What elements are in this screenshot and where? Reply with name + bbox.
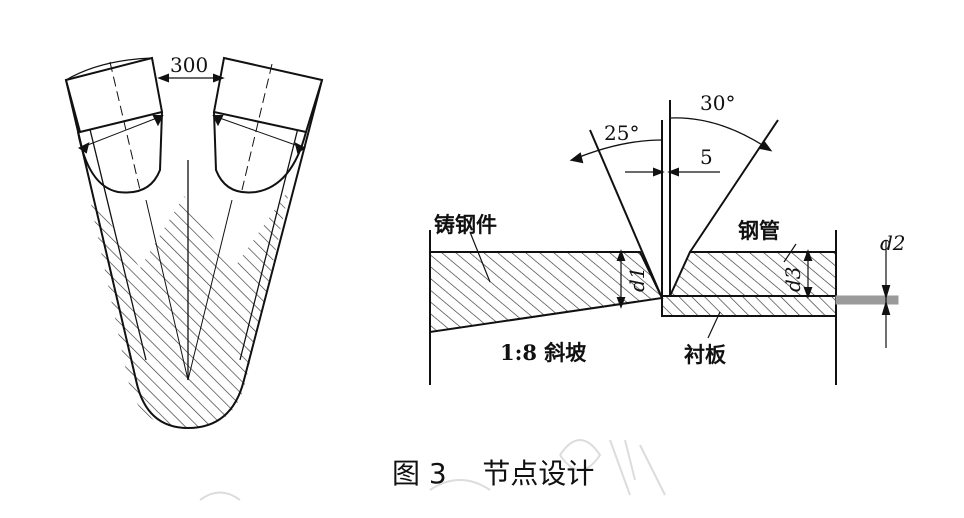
thickness-d3-label: d3 bbox=[781, 266, 805, 292]
backing-plate bbox=[661, 295, 837, 317]
cast-steel-label: 铸钢件 bbox=[434, 212, 497, 237]
left-casting-hatch bbox=[88, 188, 290, 428]
slope-label: 1:8 斜坡 bbox=[500, 340, 586, 365]
right-detail-drawing bbox=[429, 100, 899, 385]
thickness-d1-label: d1 bbox=[625, 266, 649, 292]
left-detail-drawing bbox=[64, 56, 324, 430]
angle-30-label: 30° bbox=[700, 91, 735, 115]
backing-plate-label: 衬板 bbox=[684, 342, 727, 367]
root-gap-label: 5 bbox=[700, 145, 713, 169]
figure-caption: 图 3 节点设计 bbox=[392, 457, 594, 490]
steel-pipe-label: 钢管 bbox=[738, 218, 780, 243]
angle-25-label: 25° bbox=[604, 121, 639, 145]
watermark bbox=[199, 439, 666, 501]
left-gap-dimension-label: 300 bbox=[170, 53, 208, 77]
thickness-d2-label: d2 bbox=[880, 231, 906, 255]
